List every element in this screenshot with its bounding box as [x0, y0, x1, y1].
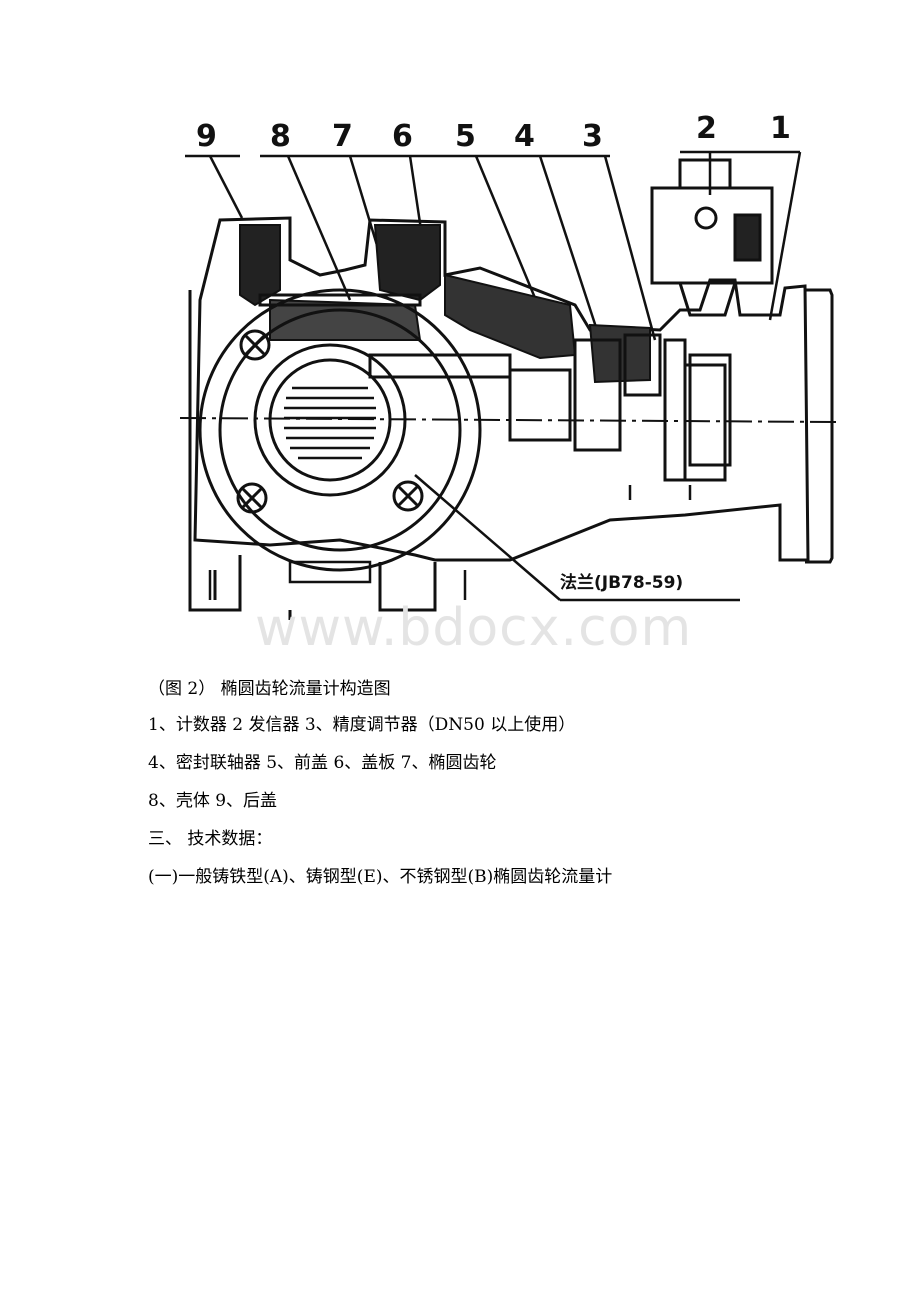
- part-number-7: 7: [332, 119, 353, 154]
- part-number-5: 5: [455, 119, 476, 154]
- outlet-flange: [688, 288, 834, 564]
- part-number-6: 6: [392, 119, 413, 154]
- flange-label: 法兰(JB78-59): [560, 572, 683, 593]
- part-number-4: 4: [514, 119, 535, 154]
- parts-list-line-1: 1、计数器 2 发信器 3、精度调节器（DN50 以上使用）: [148, 715, 576, 735]
- figure-caption: （图 2） 椭圆齿轮流量计构造图: [148, 679, 391, 699]
- part-number-3: 3: [582, 119, 603, 154]
- watermark: www.bdocx.com: [255, 598, 693, 658]
- part-number-1: 1: [770, 111, 791, 146]
- subsection-heading: (一)一般铸铁型(A)、铸钢型(E)、不锈钢型(B)椭圆齿轮流量计: [148, 867, 613, 887]
- part-number-2: 2: [696, 111, 717, 146]
- part-number-8: 8: [270, 119, 291, 154]
- flange-label-leader: [414, 474, 740, 602]
- center-line: [180, 417, 840, 423]
- gear-bore-hatching: [284, 386, 376, 460]
- section-heading: 三、 技术数据：: [148, 829, 273, 849]
- parts-list-line-2: 4、密封联轴器 5、前盖 6、盖板 7、椭圆齿轮: [148, 753, 497, 773]
- part-number-9: 9: [196, 119, 217, 154]
- parts-list-line-3: 8、壳体 9、后盖: [148, 791, 278, 811]
- housing-body: [188, 216, 810, 620]
- bottom-bolts: [208, 485, 692, 600]
- front-flange: [198, 288, 482, 572]
- shaft-internals: [258, 293, 727, 482]
- flowmeter-cross-section-drawing: 9 8 7 6 5 4 3 2 1: [180, 111, 840, 620]
- counter-box: [650, 158, 774, 317]
